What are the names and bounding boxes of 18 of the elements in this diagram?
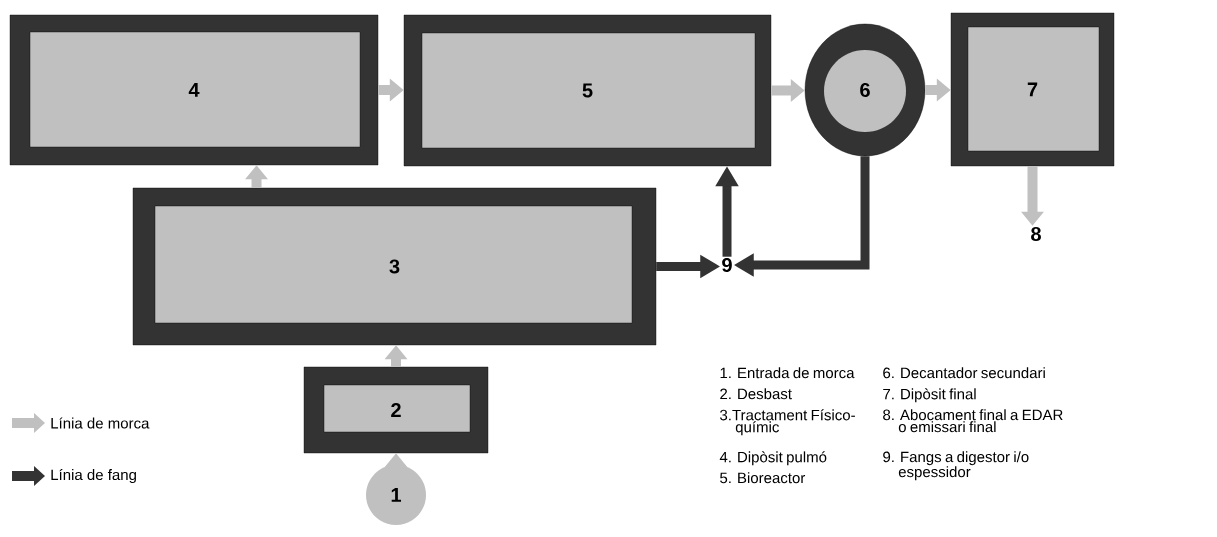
legend-item: 5. Bioreactor xyxy=(720,472,806,484)
process-box: 7 xyxy=(950,12,1115,167)
process-box: 5 xyxy=(403,14,772,167)
legend-item: 4. Dipòsit pulmó xyxy=(719,451,827,466)
process-box: 4 xyxy=(9,14,379,166)
node-number: 9 xyxy=(722,257,732,273)
process-box: 2 xyxy=(303,366,489,454)
legend-item: 8. Abocament final a EDAR o emissari final xyxy=(883,409,1063,433)
legend-label: Línia de fang xyxy=(51,468,136,484)
legend-item: 9. Fangs a digestor i/o espessidor xyxy=(883,451,1029,481)
legend-item: 2. Desbast xyxy=(720,388,792,400)
node-number: 8 xyxy=(1031,226,1041,242)
legend-item: 7. Dipòsit final xyxy=(883,388,976,403)
legend-item: 1. Entrada de morca xyxy=(720,367,855,379)
legend-item: 3.Tractament Físico-químic xyxy=(720,409,855,436)
legend-label: Línia de morca xyxy=(51,417,150,429)
process-box: 3 xyxy=(132,187,657,346)
legend-item: 6. Decantador secundari xyxy=(883,367,1045,379)
